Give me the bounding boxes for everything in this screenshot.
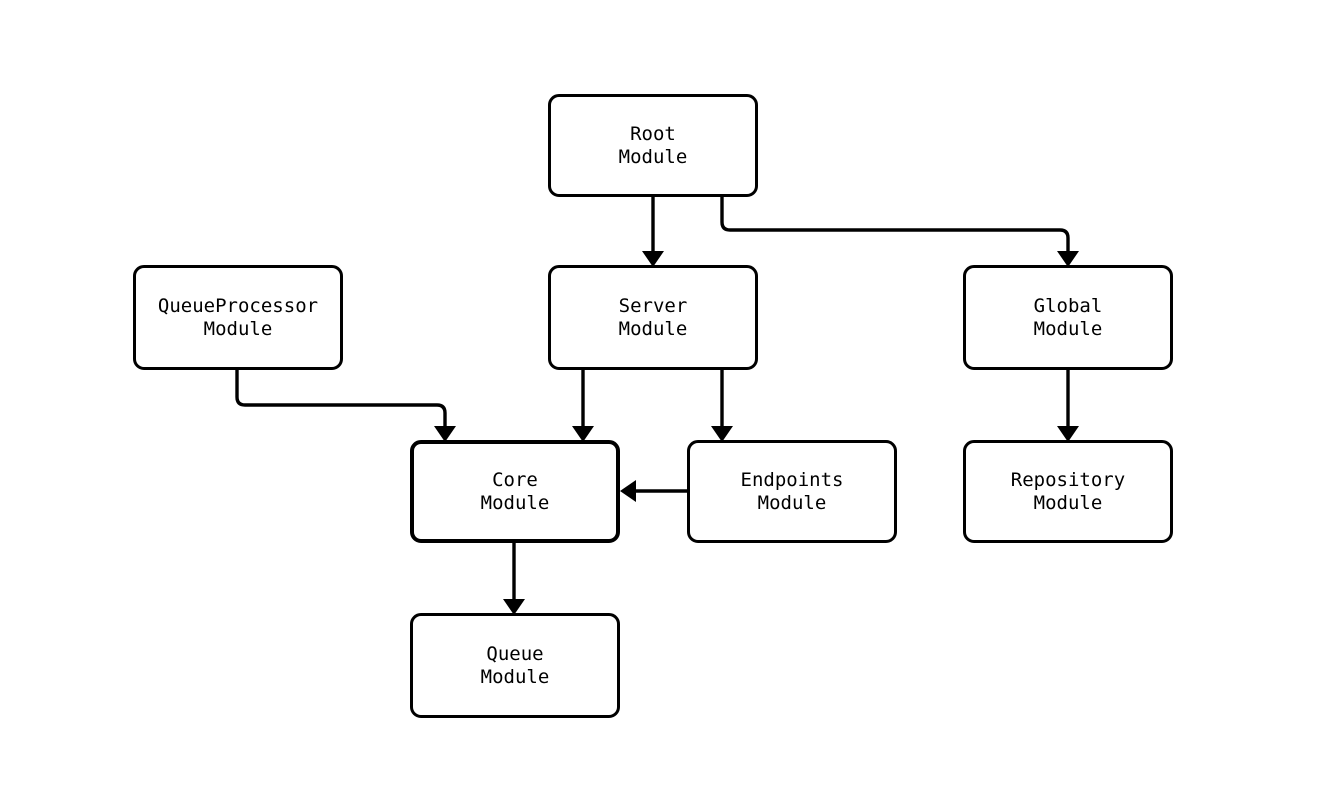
edge-line — [235, 370, 447, 427]
node-label-secondary: Module — [480, 491, 550, 514]
node-label-secondary: Module — [203, 317, 273, 340]
node-label-primary: Queue — [486, 642, 544, 665]
node-label-primary: QueueProcessor — [157, 294, 319, 317]
node-label-secondary: Module — [480, 665, 550, 688]
edge-core-to-queue — [503, 543, 525, 615]
node-label-secondary: Module — [1033, 317, 1103, 340]
node-label-secondary: Module — [618, 317, 688, 340]
node-label-primary: Endpoints — [740, 468, 844, 491]
edge-queueprocessor-to-core — [235, 370, 456, 442]
edge-endpoints-to-core — [620, 480, 687, 502]
node-label-secondary: Module — [757, 491, 827, 514]
edge-root-to-server — [642, 197, 664, 267]
edge-global-to-repository — [1057, 370, 1079, 442]
edge-line — [720, 197, 1070, 252]
node-label-secondary: Module — [618, 145, 688, 168]
edge-arrowhead — [620, 480, 636, 502]
edge-root-to-global — [720, 197, 1079, 267]
node-label-primary: Repository — [1010, 468, 1126, 491]
node-label-primary: Global — [1033, 294, 1103, 317]
edge-server-to-endpoints — [711, 370, 733, 442]
node-label-primary: Core — [492, 468, 538, 491]
node-label-primary: Root — [630, 122, 676, 145]
edge-group — [235, 197, 1079, 615]
node-label-secondary: Module — [1033, 491, 1103, 514]
node-label-primary: Server — [618, 294, 688, 317]
edge-server-to-core — [572, 370, 594, 442]
